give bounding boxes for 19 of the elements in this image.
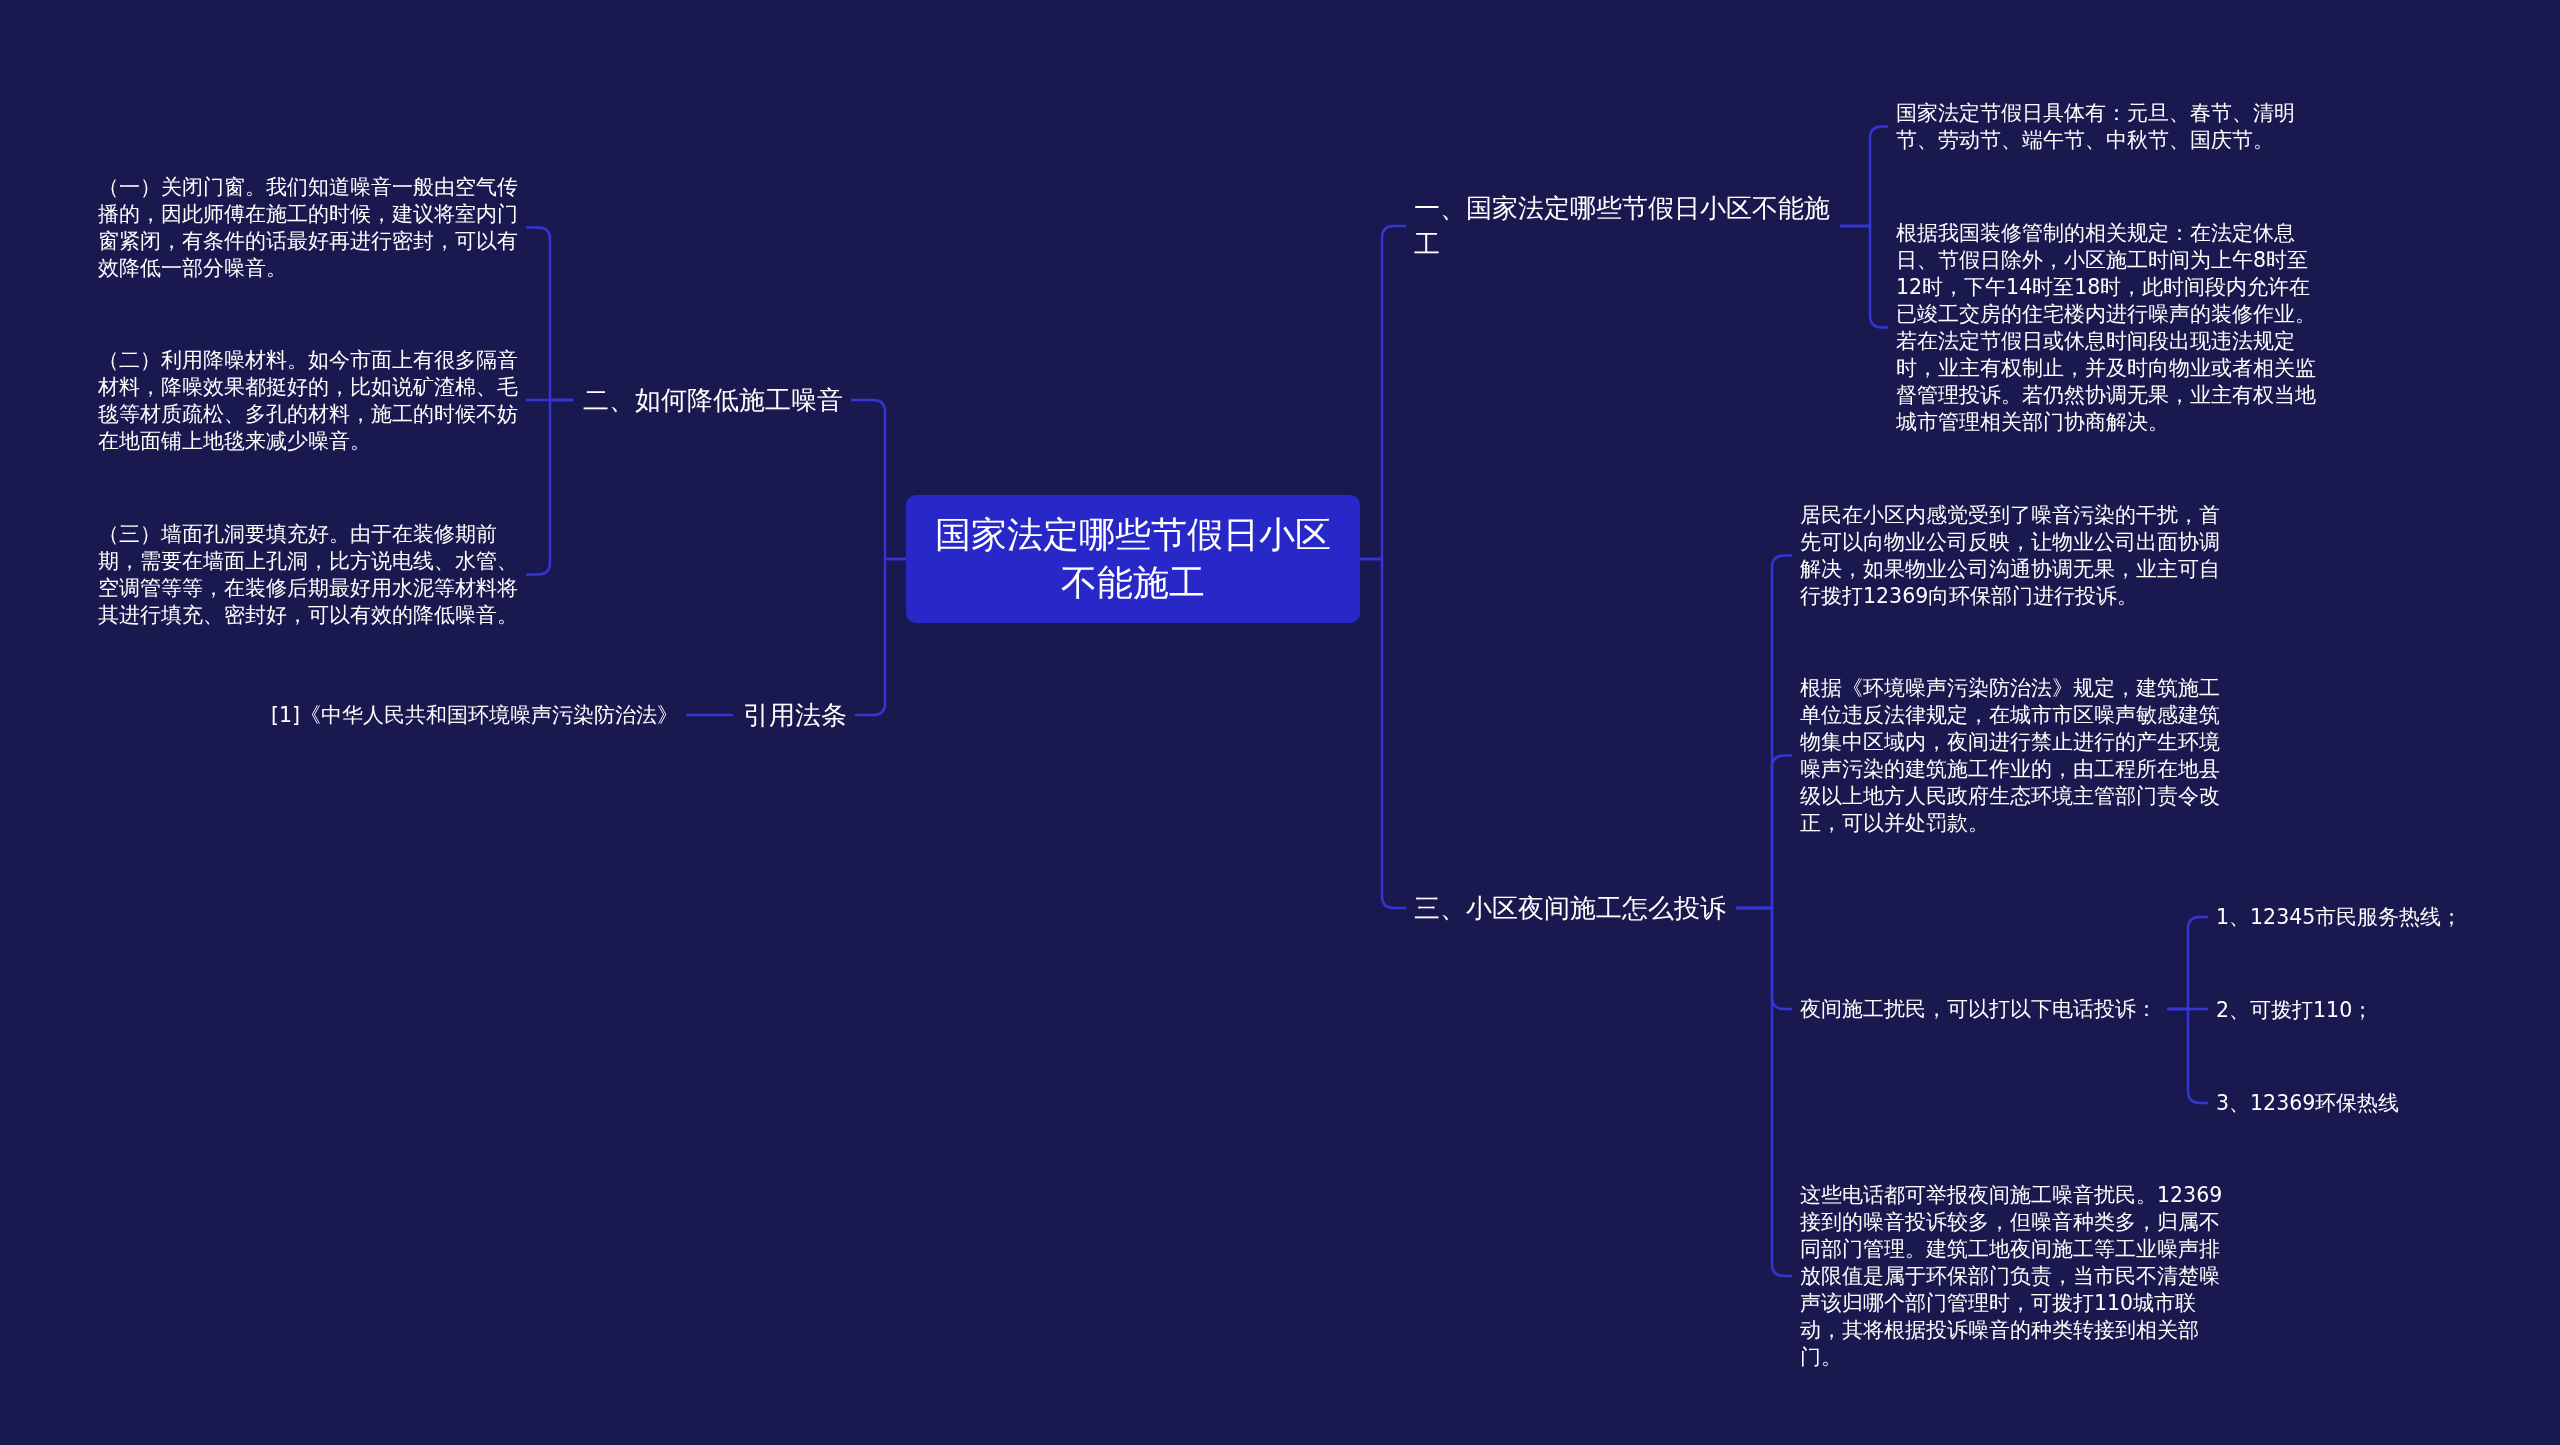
note-text: 这些电话都可举报夜间施工噪音扰民。12369接到的噪音投诉较多，但噪音种类多，归属不同部门管理。建筑工地夜间施工等工业噪声排放限值是属于环保部门负责，当市民不清楚噪声该归哪个部门管理时，可拨打110城市联动，其将根据投诉噪音的种类转接到相关部门。 — [1800, 1182, 2225, 1371]
topic-box: 国家法定哪些节假日小区不能施工 — [906, 495, 1360, 623]
note-text: 夜间施工扰民，可以打以下电话投诉： — [1800, 996, 2160, 1023]
note-text: 3、12369环保热线 — [2216, 1090, 2516, 1117]
connector-line — [686, 713, 733, 717]
branch-label: 三、小区夜间施工怎么投诉 — [1414, 890, 1754, 926]
note-text: [1]《中华人民共和国环境噪声污染防治法》 — [268, 702, 678, 729]
note-text: 根据《环境噪声污染防治法》规定，建筑施工单位违反法律规定，在城市市区噪声敏感建筑物集中区域内，夜间进行禁止进行的产生环境噪声污染的建筑施工作业的，由工程所在地县级以上地方人民政府生态环境主管部门责令改正，可以并处罚款。 — [1800, 675, 2225, 837]
note-text: （一）关闭门窗。我们知道噪音一般由空气传播的，因此师傅在施工的时候，建议将室内门窗紧闭，有条件的话最好再进行密封，可以有效降低一部分噪音。 — [98, 174, 523, 282]
note-text: 根据我国装修管制的相关规定：在法定休息日、节假日除外，小区施工时间为上午8时至12时，下午14时至18时，此时间段内允许在已竣工交房的住宅楼内进行噪声的装修作业。若在法定节假日或休息时间段出现违法规定时，业主有权制止，并及时向物业或者相关监督管理投诉。若仍然协调无果，业主有权当地城市管理相关部门协商解决。 — [1896, 220, 2326, 436]
note-text: 2、可拨打110； — [2216, 997, 2516, 1024]
branch-label: 二、如何降低施工噪音 — [583, 382, 863, 418]
note-text: （二）利用降噪材料。如今市面上有很多隔音材料，降噪效果都挺好的，比如说矿渣棉、毛毯等材质疏松、多孔的材料，施工的时候不妨在地面铺上地毯来减少噪音。 — [98, 347, 523, 455]
note-text: 国家法定节假日具体有：元旦、春节、清明节、劳动节、端午节、中秋节、国庆节。 — [1896, 100, 2326, 154]
note-text: 居民在小区内感觉受到了噪音污染的干扰，首先可以向物业公司反映，让物业公司出面协调解决，如果物业公司沟通协调无果，业主可自行拨打12369向环保部门进行投诉。 — [1800, 502, 2225, 610]
branch-label: 一、国家法定哪些节假日小区不能施工 — [1414, 190, 1844, 262]
branch-label: 引用法条 — [743, 697, 863, 733]
note-text: 1、12345市民服务热线； — [2216, 904, 2516, 931]
note-text: （三）墙面孔洞要填充好。由于在装修期前期，需要在墙面上孔洞，比方说电线、水管、空调管等等，在装修后期最好用水泥等材料将其进行填充、密封好，可以有效的降低噪音。 — [98, 521, 523, 629]
